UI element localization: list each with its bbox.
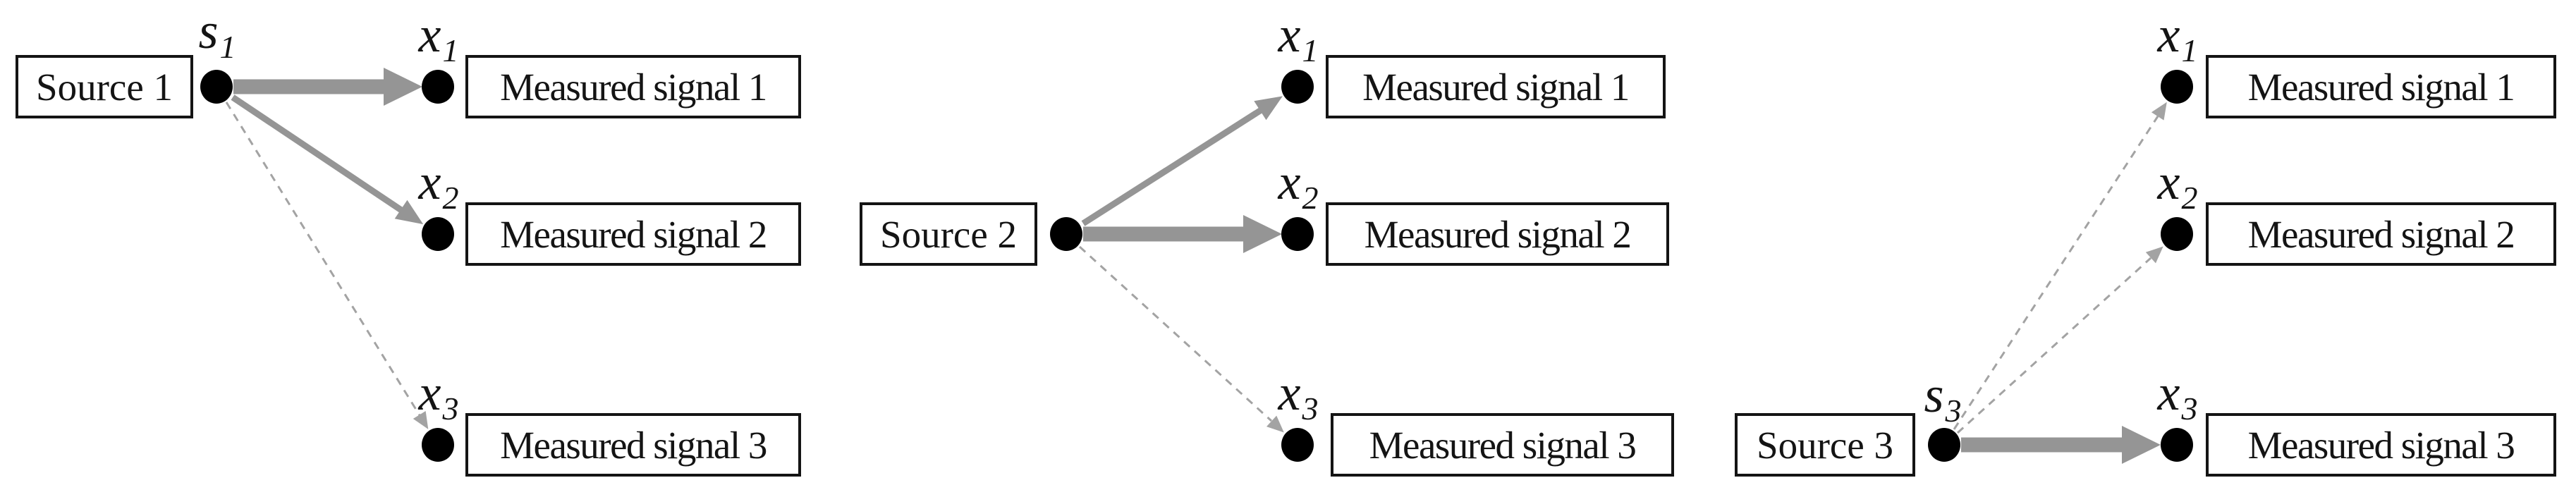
signal1-node-label-panel3: x1 xyxy=(2157,6,2198,68)
signal1-box-panel2: Measured signal 1 xyxy=(1326,55,1666,118)
signal1-node-dot-panel2 xyxy=(1281,70,1314,104)
source1-node-dot xyxy=(200,70,233,104)
signal2-node-dot-panel2 xyxy=(1281,217,1314,251)
signal3-node-label-panel1: x3 xyxy=(418,364,459,427)
signal2-box-panel3: Measured signal 2 xyxy=(2206,202,2556,266)
source3-box: Source 3 xyxy=(1735,413,1915,477)
source1-node-label: s1 xyxy=(198,3,236,65)
source2-node-dot xyxy=(1050,217,1082,251)
signal3-node-dot-panel2 xyxy=(1281,428,1314,462)
source1-label: Source 1 xyxy=(36,65,173,109)
source3-node-label: s3 xyxy=(1924,367,1962,429)
arrow-source1-to-signal1 xyxy=(233,68,422,106)
signal1-node-dot-panel1 xyxy=(422,70,454,104)
source2-label: Source 2 xyxy=(880,212,1017,256)
signal2-box-panel2: Measured signal 2 xyxy=(1326,202,1669,266)
arrow-source1-to-signal2 xyxy=(231,94,424,225)
source1-box: Source 1 xyxy=(16,55,193,118)
signal3-box-panel1: Measured signal 3 xyxy=(465,413,801,477)
source2-box: Source 2 xyxy=(860,202,1037,266)
signal2-node-label-panel1: x2 xyxy=(418,154,459,216)
signal1-box-panel1: Measured signal 1 xyxy=(465,55,801,118)
signal1-node-label-panel1: x1 xyxy=(418,6,459,68)
arrow-source2-to-signal3 xyxy=(1078,245,1284,433)
arrow-source3-to-signal2 xyxy=(1956,246,2163,434)
signal1-node-label-panel2: x1 xyxy=(1278,6,1319,68)
source3-label: Source 3 xyxy=(1757,423,1893,467)
arrow-source2-to-signal2 xyxy=(1083,215,1282,253)
arrow-source2-to-signal1 xyxy=(1081,96,1283,226)
signal2-node-label-panel2: x2 xyxy=(1278,154,1319,216)
signal3-box-panel3: Measured signal 3 xyxy=(2206,413,2556,477)
arrow-source1-to-signal3 xyxy=(225,102,429,429)
signal2-node-dot-panel1 xyxy=(422,217,454,251)
signal3-node-label-panel2: x3 xyxy=(1278,364,1319,427)
signal3-node-dot-panel1 xyxy=(422,428,454,462)
signal3-box-panel2: Measured signal 3 xyxy=(1331,413,1674,477)
signal2-node-dot-panel3 xyxy=(2161,217,2193,251)
signal3-node-label-panel3: x3 xyxy=(2157,364,2198,427)
source3-node-dot xyxy=(1928,428,1960,462)
signal1-node-dot-panel3 xyxy=(2161,70,2193,104)
signal2-node-label-panel3: x2 xyxy=(2157,154,2198,216)
signal1-box-panel3: Measured signal 1 xyxy=(2206,55,2556,118)
signal2-box-panel1: Measured signal 2 xyxy=(465,202,801,266)
arrow-source3-to-signal1 xyxy=(1953,102,2167,430)
arrow-source3-to-signal3 xyxy=(1961,426,2161,464)
signal3-node-dot-panel3 xyxy=(2161,428,2193,462)
